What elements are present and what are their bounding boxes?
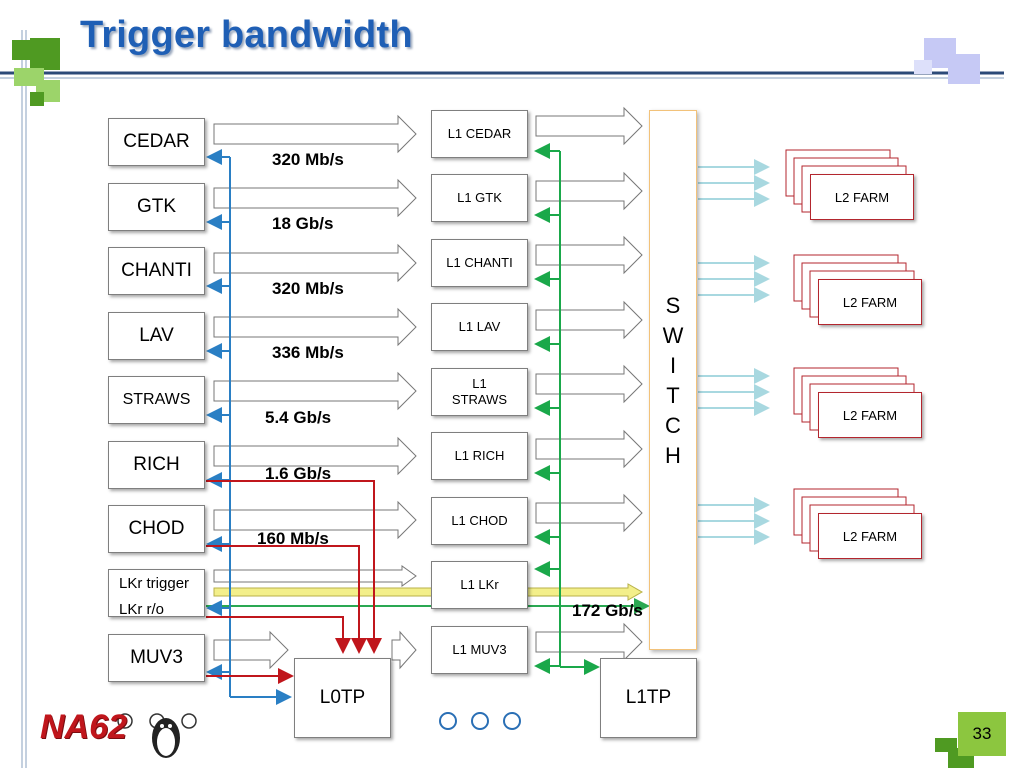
l1-muv3: L1 MUV3 [431,626,528,674]
switch-box: S W I T C H [649,110,697,650]
rate-chanti: 320 Mb/s [272,279,344,298]
l1-to-switch-arrows [535,106,643,662]
l1-cedar: L1 CEDAR [431,110,528,158]
l1-lav: L1 LAV [431,303,528,351]
rate-gtk: 18 Gb/s [272,214,334,233]
detector-gtk: GTK [108,183,205,231]
rate-chod: 160 Mb/s [257,529,329,548]
l0tp-box: L0TP [294,658,391,738]
rate-rich: 1.6 Gb/s [265,464,332,483]
na62-logo: NA62 [40,708,127,746]
detector-cedar: CEDAR [108,118,205,166]
l2-farm-2: L2 FARM [818,279,922,325]
detector-lkr-trigger: LKr trigger [108,569,205,617]
l0-trigger-lines [206,149,292,705]
l2-farm-4: L2 FARM [818,513,922,559]
detector-rich: RICH [108,441,205,489]
switch-label: S W I T C H [662,293,684,468]
detector-chod: CHOD [108,505,205,553]
page-title: Trigger bandwidth [80,14,413,56]
switch-to-farm-links [698,159,770,545]
detector-chanti: CHANTI [108,247,205,295]
l1-lkr: L1 LKr [431,561,528,609]
slide-decoration [0,30,1004,768]
det-to-l1-arrows [213,114,417,670]
l2-farm-3: L2 FARM [818,392,922,438]
l1-straws: L1 STRAWS [431,368,528,416]
page-number: 33 [958,712,1006,756]
rate-lav: 336 Mb/s [272,343,344,362]
l1tp-box: L1TP [600,658,697,738]
l1-gtk: L1 GTK [431,174,528,222]
l1-rich: L1 RICH [431,432,528,480]
l1-chanti: L1 CHANTI [431,239,528,287]
lkr-readout-label: LKr r/o [119,601,165,618]
l1-trigger-lines [534,143,600,675]
rate-cedar: 320 Mb/s [272,150,344,169]
detector-muv3: MUV3 [108,634,205,682]
lkr-readout-arrow [213,583,644,601]
rate-straws: 5.4 Gb/s [265,408,332,427]
detector-straws: STRAWS [108,376,205,424]
l0-primitive-lines [206,480,382,684]
l2-farm-1: L2 FARM [810,174,914,220]
penguin-logo-icon [152,718,180,758]
rate-lkr: 172 Gb/s [572,601,643,620]
l1-chod: L1 CHOD [431,497,528,545]
detector-lav: LAV [108,312,205,360]
decorative-circles [439,712,521,730]
